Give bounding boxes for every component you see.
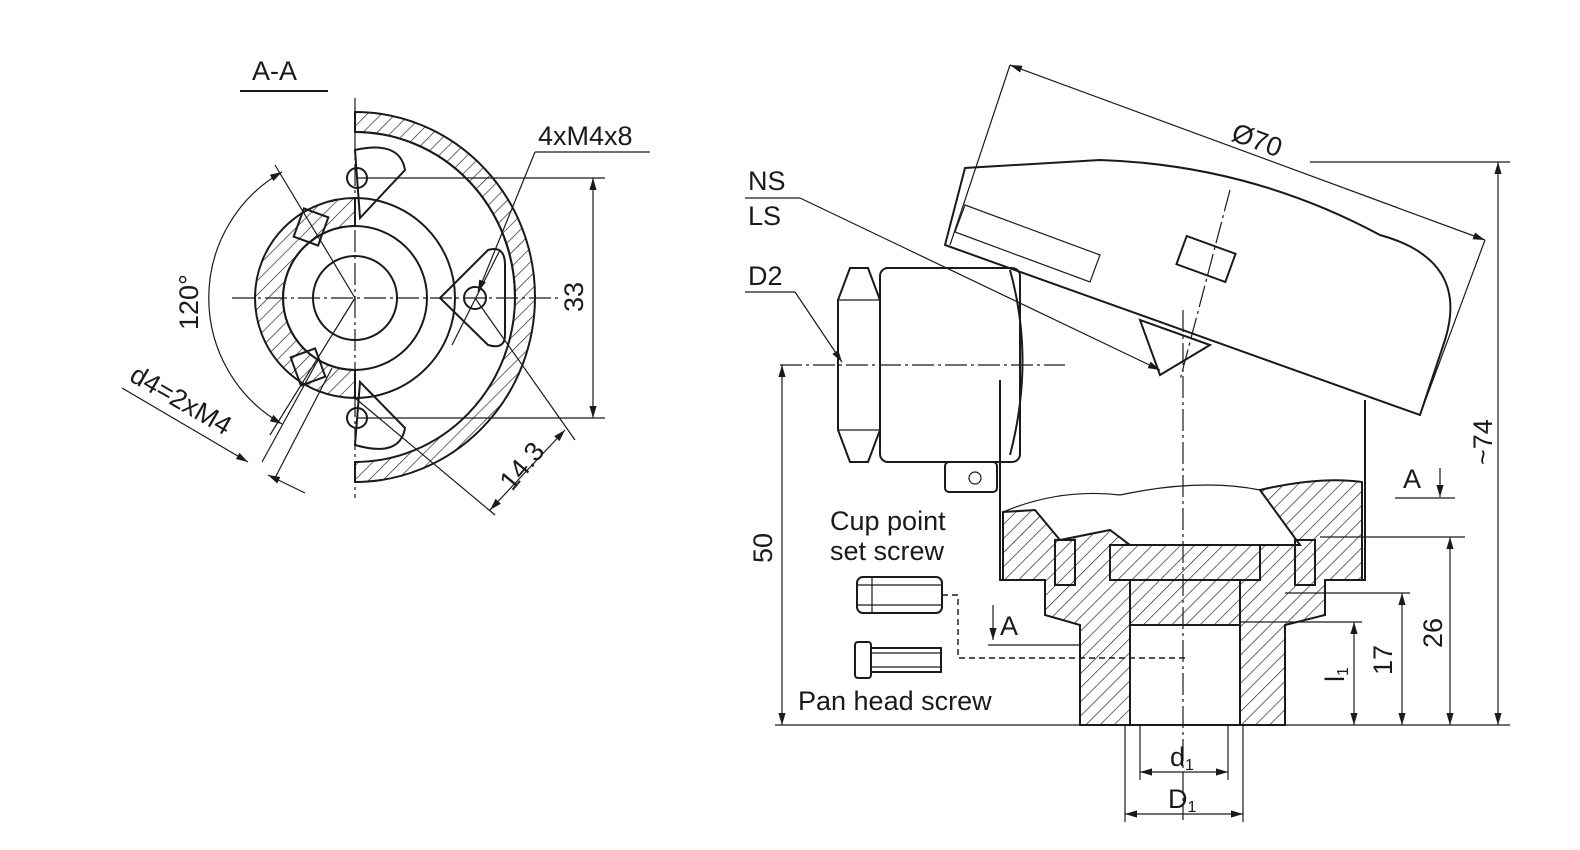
pan-head-screw-icon [854, 641, 942, 679]
dim-14-3-label: 14.3 [494, 436, 551, 496]
set-screw-left [1054, 539, 1076, 586]
pan-screw-label: Pan head screw [798, 686, 992, 716]
angle-arc [208, 171, 283, 425]
dim-50-label: 50 [748, 533, 778, 563]
d4-ext [274, 367, 333, 479]
lid-seal [954, 204, 1101, 283]
angle-leg [274, 164, 356, 299]
d4-ext [261, 359, 319, 463]
lug-bottom [353, 379, 407, 450]
cable-gland-nut [837, 267, 881, 463]
housing-shell [354, 110, 536, 484]
boss-axis [451, 249, 501, 346]
extension-line [354, 397, 496, 516]
dim-74-label: ~74 [1468, 419, 1498, 465]
ls-label: LS [748, 201, 781, 231]
dim-17-label: 17 [1368, 645, 1398, 675]
dim-26-label: 26 [1418, 618, 1448, 648]
section-marker-left: A [1000, 611, 1018, 641]
d2-leader [794, 291, 843, 363]
side-view: Ø70 NS LS D2 ~74 A A 50 26 17 [745, 64, 1510, 822]
dimension-14-3 [489, 429, 566, 511]
hub-outline [354, 197, 456, 399]
body-curve [1009, 269, 1024, 456]
screw-slot-bottom [289, 347, 327, 387]
angle-leg [269, 297, 356, 436]
cup-point-set-screw-icon [856, 576, 943, 614]
section-marker-right: A [1403, 464, 1421, 494]
centerline-lid [1179, 189, 1231, 381]
screw-position-line [942, 594, 1185, 659]
D1-label: D1 [1168, 784, 1197, 816]
cup-screw-label-2: set screw [830, 536, 945, 566]
l1-label: l1 [1320, 667, 1352, 682]
dim-33-label: 33 [559, 282, 589, 312]
lug-top [353, 146, 407, 221]
lid-screw [1175, 234, 1237, 284]
section-view-a-a: A-A 33 4xM4x8 [121, 56, 650, 516]
screw-slot-top [292, 207, 330, 247]
d1-label: d1 [1170, 742, 1194, 774]
angle-label: 120° [174, 274, 204, 330]
dimension-d70 [1009, 64, 1486, 241]
d4-leader-2 [267, 474, 306, 494]
d2-label: D2 [748, 261, 783, 291]
cup-screw-label-1: Cup point [830, 506, 946, 536]
inner-wall [354, 131, 516, 298]
thread-bore [1129, 624, 1241, 726]
ns-label: NS [748, 166, 786, 196]
extension-line [474, 297, 576, 441]
thread-label: 4xM4x8 [538, 121, 633, 151]
set-screw-right [1294, 539, 1316, 586]
d4-leader [121, 387, 249, 463]
ns-leader [799, 197, 1161, 371]
ground-tab [944, 461, 998, 493]
section-title: A-A [252, 56, 297, 86]
thread-leader [477, 151, 536, 293]
